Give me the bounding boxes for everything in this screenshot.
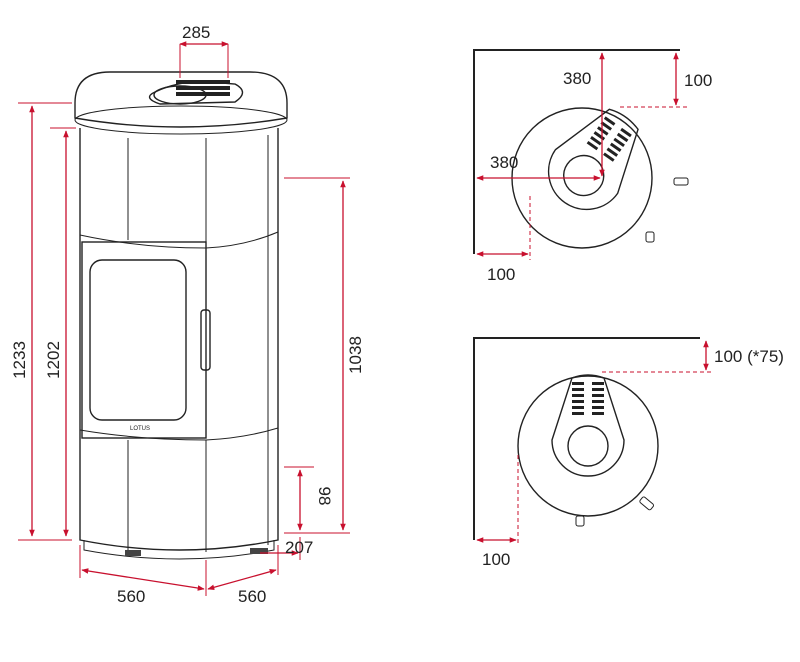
stove-body xyxy=(79,128,279,551)
door-window xyxy=(89,259,187,421)
dim-flue-back-corner: 380 xyxy=(563,69,591,88)
cap-rim xyxy=(74,105,288,135)
corner-walls xyxy=(473,49,680,254)
front-view: LOTUS 285 1233 1202 1038 98 207 xyxy=(10,23,365,606)
dim-clearance-side-wall: 100 xyxy=(482,550,510,569)
top-grille xyxy=(176,80,230,96)
dim-flue-side-corner: 380 xyxy=(490,153,518,172)
stove-top-cap xyxy=(74,71,288,128)
dim-top-flue: 285 xyxy=(182,23,210,42)
stove-door xyxy=(81,241,207,439)
wall-lines xyxy=(473,337,700,540)
top-outlet-wall xyxy=(551,374,625,477)
top-view-wall: 100 (*75) 100 xyxy=(473,337,784,569)
top-outlet-corner xyxy=(547,108,639,211)
dim-rear-depth: 207 xyxy=(285,538,313,557)
flue-hole-wall xyxy=(567,425,609,467)
door-handle xyxy=(200,309,211,371)
dim-rear-flue-height: 1038 xyxy=(346,336,365,374)
flue-hole-corner xyxy=(563,154,605,197)
dim-total-height: 1233 xyxy=(10,341,29,379)
dim-clearance-back-wall: 100 (*75) xyxy=(714,347,784,366)
brand-logo: LOTUS xyxy=(130,426,150,432)
dim-clearance-back-corner: 100 xyxy=(684,71,712,90)
stove-outline-wall xyxy=(517,375,659,517)
dim-clearance-side-corner: 100 xyxy=(487,265,515,284)
top-view-corner: 380 380 100 100 xyxy=(473,49,712,284)
dim-rear-flue-center: 98 xyxy=(315,487,334,506)
dim-depth: 560 xyxy=(238,587,266,606)
grille-wall xyxy=(572,382,604,415)
dim-body-height: 1202 xyxy=(44,341,63,379)
dim-width: 560 xyxy=(117,587,145,606)
